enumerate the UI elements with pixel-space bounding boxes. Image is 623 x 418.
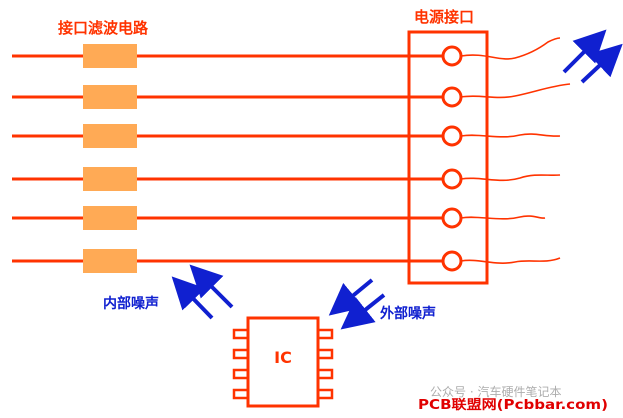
noise-arrow bbox=[340, 293, 386, 330]
connector-pin bbox=[441, 86, 463, 108]
external-noise-label: 外部噪声 bbox=[380, 305, 436, 322]
noise-arrow bbox=[328, 278, 374, 316]
external-wire bbox=[460, 37, 561, 60]
connector-pin bbox=[441, 207, 463, 229]
filter-circuit-label: 接口滤波电路 bbox=[58, 19, 149, 37]
power-connector bbox=[407, 30, 489, 285]
external-wire bbox=[460, 83, 571, 99]
watermark-site: PCB联盟网(Pcbbar.com) bbox=[418, 397, 608, 413]
power-interface-label: 电源接口 bbox=[414, 8, 474, 26]
ic-body bbox=[246, 316, 320, 408]
noise-arrow bbox=[189, 264, 234, 309]
noise-arrow bbox=[171, 276, 214, 320]
noise-arrow bbox=[580, 43, 623, 84]
connector-pins bbox=[441, 45, 463, 272]
ic-pins-right bbox=[316, 328, 334, 400]
filter-blocks bbox=[83, 44, 137, 273]
filter-block bbox=[83, 85, 137, 109]
noise-arrow bbox=[562, 29, 607, 74]
ic-chip: IC bbox=[232, 316, 334, 408]
radiated-noise-arrows bbox=[562, 29, 623, 84]
filter-block bbox=[83, 249, 137, 273]
connector-pin bbox=[441, 250, 463, 272]
external-wire bbox=[460, 133, 561, 138]
watermark-account: 公众号 · 汽车硬件笔记本 bbox=[430, 384, 561, 399]
connector-pin bbox=[441, 45, 463, 67]
external-wire bbox=[460, 215, 546, 220]
external-noise-arrows bbox=[328, 278, 386, 330]
external-wires bbox=[460, 37, 571, 264]
filter-block bbox=[83, 167, 137, 191]
ic-pins-left bbox=[232, 328, 250, 400]
external-wire bbox=[460, 174, 561, 182]
connector-pin bbox=[441, 125, 463, 147]
internal-noise-arrows bbox=[171, 264, 234, 320]
internal-noise-label: 内部噪声 bbox=[103, 295, 159, 312]
connector-pin bbox=[441, 168, 463, 190]
ic-label: IC bbox=[274, 348, 292, 367]
filter-block bbox=[83, 206, 137, 230]
filter-block bbox=[83, 124, 137, 148]
signal-lines bbox=[12, 54, 443, 263]
filter-block bbox=[83, 44, 137, 68]
external-wire bbox=[460, 257, 561, 264]
